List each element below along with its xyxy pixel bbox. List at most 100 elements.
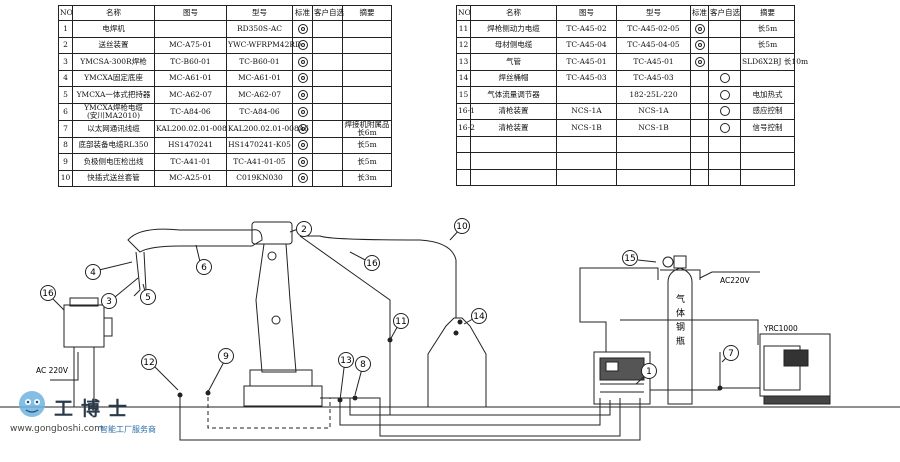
callout-circle [218,348,234,364]
watermark-url: www.gongboshi.com [10,424,103,434]
part-note: 电加热式 [752,89,783,99]
standard-cell [292,169,313,187]
gas-bottle-char: 钢 [676,321,685,333]
part-note-cell: 焊接机附属品长6m [342,119,392,138]
callout-number: 10 [456,222,468,232]
part-note: 信号控制 [752,122,783,132]
option-mark-icon [719,106,730,117]
callout-number: 14 [473,312,485,322]
part-name: 以太网通讯线缆 [87,123,140,133]
callout-number: 16 [366,259,378,269]
callout-number: 5 [145,293,151,303]
standard-mark-icon [694,23,705,34]
callout-circle [622,250,638,266]
option-mark-icon [719,122,730,133]
part-name: 送丝装置 [98,40,129,50]
yrc-label: YRC1000 [763,324,798,333]
col-header: 图号 [154,5,227,21]
gas-bottle-char: 气 [676,293,685,305]
callout-number: 13 [340,356,351,366]
part-name: YMCXA固定底座 [84,73,143,83]
part-note: 长5m [757,23,778,33]
callout-number: 1 [646,367,652,377]
part-name: YMCXA一体式把持器 [76,89,151,99]
robot-controller [759,333,831,405]
callout-circle [393,313,409,329]
part-no: 10 [58,169,73,187]
ac220-right-label: AC220V [720,276,751,285]
table-row [456,168,795,186]
callout-number: 3 [106,297,112,307]
part-note: 长5m [357,156,377,166]
watermark-logo [19,391,45,417]
col-header: 客户自选 [312,5,344,21]
callout-circle [101,293,117,309]
part-name: 焊枪侧动力电缆 [487,23,540,33]
wire-drum [427,317,487,408]
part-note-cell: 长3m [342,169,392,187]
callout-number: 16 [42,289,54,299]
standard-mark-icon [694,56,705,67]
callout-number: 9 [223,352,229,362]
standard-mark-icon [297,173,308,184]
part-name: 清枪装置 [498,106,529,116]
part-note-cell [740,168,795,186]
welding-power-source [593,351,651,405]
watermark: 工博士 www.gongboshi.com 智能工厂服务商 [8,384,156,454]
col-header: 名称 [72,5,155,21]
standard-mark-icon [297,156,308,167]
standard-cell [292,119,313,138]
part-note: 长5m [757,40,778,50]
standard-mark-icon [297,23,308,34]
part-name: 负极侧电压检出线 [83,156,144,166]
callout-number: 6 [201,263,207,273]
part-name: 快插式送丝套管 [87,173,140,183]
col-header: 图号 [556,5,617,21]
callout-circle [40,285,56,301]
part-name-cell: 以太网通讯线缆 [72,119,155,138]
callout-number: 2 [301,225,307,235]
callout-circle [641,363,657,379]
part-note: 焊接机附属品 [344,119,390,129]
part-name: 母材侧电缆 [494,40,533,50]
standard-cell [292,53,313,71]
part-name: 底部装备电缆RL350 [78,140,149,150]
standard-mark-icon [297,56,308,67]
gun-cleaning-station [63,297,113,408]
part-note-sub: 长6m [357,127,377,137]
robot-arm [127,221,323,407]
standard-cell [292,153,313,171]
callout-circle [471,308,487,324]
standard-mark-icon [694,40,705,51]
callout-circle [85,264,101,280]
callout-number: 7 [728,349,734,359]
callout-number: 4 [90,268,96,278]
part-note: 长5m [357,140,377,150]
gas-bottle-char: 瓶 [676,335,685,347]
callout-circle [454,218,470,234]
part-note: SLD6X2BJ 长10m [742,56,809,66]
col-header: NO [58,5,73,21]
callout-number: 11 [395,317,406,327]
col-header: 型号 [616,5,691,21]
callout-circle [364,255,380,271]
callout-circle [355,356,371,372]
option-mark-icon [719,89,730,100]
part-name: 气管 [506,56,521,66]
standard-mark-icon [297,123,308,134]
